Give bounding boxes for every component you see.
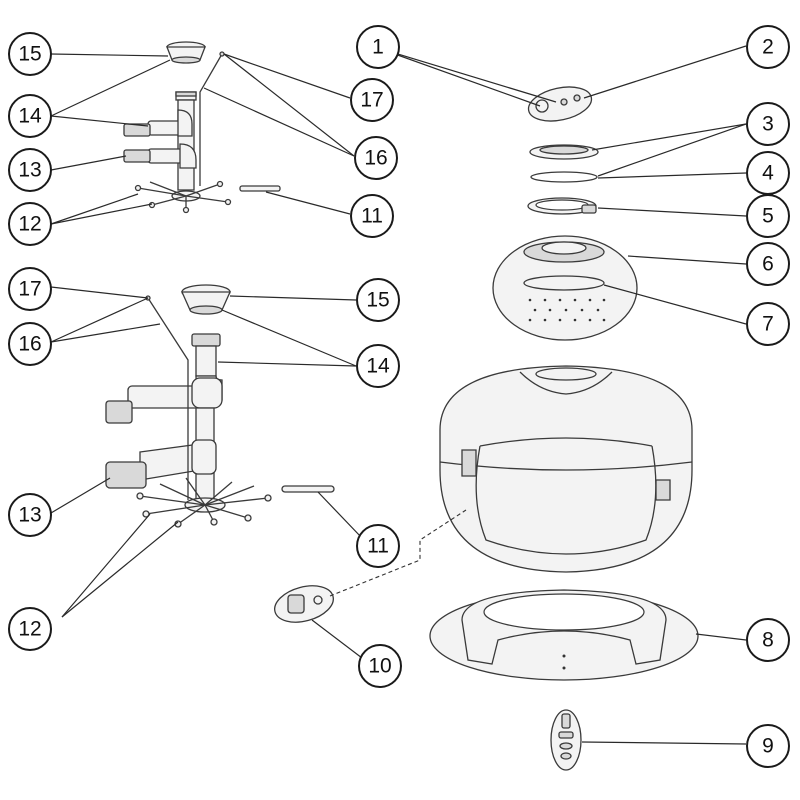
large-internal-assembly bbox=[105, 284, 335, 528]
part-4-o-ring bbox=[530, 171, 598, 183]
part-13-large-lower-pipe bbox=[105, 439, 217, 489]
part-1-2-gauge-and-valve bbox=[527, 86, 593, 122]
part-small-column bbox=[175, 91, 197, 191]
callout-17-bottom-label: 17 bbox=[18, 278, 41, 301]
callout-17-top-label: 17 bbox=[360, 89, 383, 112]
small-internal-assembly bbox=[123, 41, 281, 214]
callout-12-top: 12 bbox=[8, 202, 52, 246]
callout-7-label: 7 bbox=[762, 313, 774, 336]
part-11-small-lateral bbox=[239, 185, 281, 192]
callout-16-bottom-label: 16 bbox=[18, 333, 41, 356]
callout-16-top-label: 16 bbox=[364, 147, 387, 170]
callout-16-top: 16 bbox=[354, 136, 398, 180]
callout-9-label: 9 bbox=[762, 735, 774, 758]
callout-15-bottom-label: 15 bbox=[366, 289, 389, 312]
part-14-small-upper-pipe bbox=[123, 109, 193, 137]
filter-tank bbox=[439, 365, 693, 573]
callout-15-top: 15 bbox=[8, 32, 52, 76]
callout-14-top-label: 14 bbox=[18, 105, 42, 128]
callout-6-label: 6 bbox=[762, 253, 774, 276]
part-5-clamp bbox=[527, 197, 597, 215]
callout-4: 4 bbox=[746, 151, 790, 195]
callout-11-top-label: 11 bbox=[361, 205, 383, 228]
callout-12-bottom-label: 12 bbox=[18, 618, 41, 641]
callout-14-bottom: 14 bbox=[356, 344, 400, 388]
part-10-drain-plug bbox=[274, 585, 334, 623]
part-11-large-lateral bbox=[281, 485, 335, 493]
callout-15-bottom: 15 bbox=[356, 278, 400, 322]
callout-13-bottom: 13 bbox=[8, 493, 52, 537]
callout-2-label: 2 bbox=[762, 36, 774, 59]
callout-11-bottom: 11 bbox=[356, 524, 400, 568]
part-3-lid bbox=[529, 144, 599, 160]
callout-16-bottom: 16 bbox=[8, 322, 52, 366]
callout-6: 6 bbox=[746, 242, 790, 286]
callout-3: 3 bbox=[746, 102, 790, 146]
leader-lines bbox=[50, 45, 747, 745]
callout-13-top: 13 bbox=[8, 148, 52, 192]
callout-1: 1 bbox=[356, 25, 400, 69]
callout-10: 10 bbox=[358, 644, 402, 688]
part-8-base bbox=[429, 589, 699, 681]
part-14-large-upper-pipe bbox=[105, 377, 223, 424]
part-13-small-lower-pipe bbox=[123, 143, 197, 169]
callout-9: 9 bbox=[746, 724, 790, 768]
callout-11-bottom-label: 11 bbox=[367, 535, 389, 558]
callout-17-top: 17 bbox=[350, 78, 394, 122]
callout-5-label: 5 bbox=[762, 205, 774, 228]
callout-4-label: 4 bbox=[762, 162, 774, 185]
callout-13-top-label: 13 bbox=[18, 159, 41, 182]
callout-12-top-label: 12 bbox=[18, 213, 41, 236]
part-12-small-laterals bbox=[134, 180, 232, 214]
callout-13-bottom-label: 13 bbox=[18, 504, 41, 527]
callout-14-bottom-label: 14 bbox=[366, 355, 390, 378]
callout-2: 2 bbox=[746, 25, 790, 69]
callout-11-top: 11 bbox=[350, 194, 394, 238]
part-15-small-funnel bbox=[166, 41, 206, 64]
callout-8-label: 8 bbox=[762, 629, 774, 652]
callout-10-label: 10 bbox=[368, 655, 391, 678]
part-12-large-laterals bbox=[136, 477, 272, 528]
callout-17-bottom: 17 bbox=[8, 267, 52, 311]
part-15-large-funnel bbox=[180, 284, 232, 315]
callout-7: 7 bbox=[746, 302, 790, 346]
callout-1-label: 1 bbox=[372, 36, 384, 59]
callout-12-bottom: 12 bbox=[8, 607, 52, 651]
callout-14-top: 14 bbox=[8, 94, 52, 138]
part-16-small-vent-tube bbox=[199, 51, 225, 186]
callouts: 15 14 13 12 17 16 11 17 bbox=[8, 25, 790, 768]
part-9-drain-assembly bbox=[550, 709, 582, 771]
part-6-7-top-flange bbox=[492, 235, 638, 341]
callout-5: 5 bbox=[746, 194, 790, 238]
callout-8: 8 bbox=[746, 618, 790, 662]
callout-3-label: 3 bbox=[762, 113, 774, 136]
callout-15-top-label: 15 bbox=[18, 43, 41, 66]
